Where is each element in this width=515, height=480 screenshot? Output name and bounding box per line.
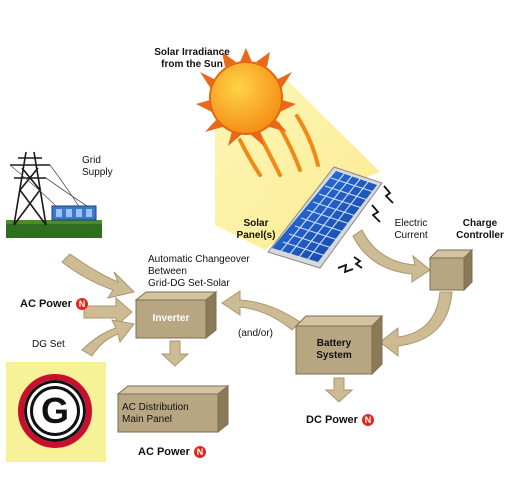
inverter-box xyxy=(134,290,218,340)
generator-icon: G xyxy=(18,374,92,448)
arrow-battery-to-dc xyxy=(324,377,354,403)
grid-tower-icon xyxy=(6,151,102,238)
inverter-label: Inverter xyxy=(152,313,190,324)
ac-distribution-box xyxy=(116,384,230,434)
arrow-grid-to-inverter xyxy=(61,253,135,299)
battery-system-label: Battery System xyxy=(316,338,352,361)
ac-distribution-label: AC Distribution Main Panel xyxy=(122,402,189,425)
arrow-battery-to-inverter xyxy=(221,290,301,331)
power-bolt-icon: N xyxy=(361,414,374,426)
ac-power-input-label: AC Power N xyxy=(20,298,88,310)
arrow-panel-to-controller xyxy=(352,229,431,283)
electric-spark-icons xyxy=(337,185,394,274)
power-bolt-icon: N xyxy=(75,298,88,310)
charge-controller-box xyxy=(428,248,474,292)
dc-power-label: DC Power N xyxy=(306,414,374,426)
dg-set-logo: G xyxy=(6,362,106,462)
flow-arrows xyxy=(61,229,453,403)
arrow-dg-to-inverter xyxy=(81,319,135,357)
solar-panel-label: Solar Panel(s) xyxy=(236,218,276,241)
battery-box xyxy=(294,314,384,376)
sun-label: Solar Irradiance from the Sun xyxy=(154,47,230,70)
sun-icon xyxy=(196,48,296,146)
arrow-inverter-to-panel xyxy=(160,340,190,367)
electric-current-label: Electric Current xyxy=(394,218,428,241)
charge-controller-label: Charge Controller xyxy=(456,218,504,241)
arrow-ac-to-inverter xyxy=(83,296,133,328)
grid-supply-label: Grid Supply xyxy=(82,155,113,178)
dg-set-label: DG Set xyxy=(32,339,65,350)
changeover-label: Automatic Changeover Between Grid-DG Set… xyxy=(148,254,250,289)
power-bolt-icon: N xyxy=(193,446,206,458)
arrow-controller-to-battery xyxy=(379,291,453,358)
ac-power-output-label: AC Power N xyxy=(138,446,206,458)
solar-panel-icon xyxy=(267,166,383,269)
and-or-label: (and/or) xyxy=(238,328,274,339)
generator-letter: G xyxy=(30,386,80,436)
